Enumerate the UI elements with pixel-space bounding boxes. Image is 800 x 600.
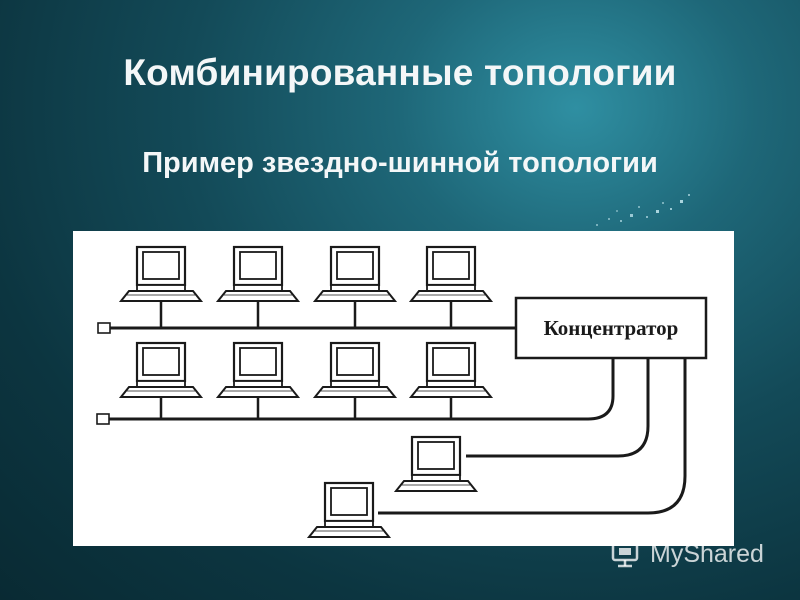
slide-title: Комбинированные топологии [123,52,677,93]
slide-subtitle: Пример звездно-шинной топологии [142,147,658,179]
computer-icon [216,245,300,303]
computer-icon [307,481,391,539]
computer-icon [119,341,203,399]
computer-icon [313,245,397,303]
bus-1 [97,245,516,334]
bus-2-terminator [96,413,110,425]
computer-icon [119,245,203,303]
computer-icon [216,341,300,399]
watermark: MyShared [610,536,764,572]
hub-box [514,296,708,360]
hub: Концентратор [514,296,708,360]
computer-icon [409,341,493,399]
hub-label: Концентратор [544,316,679,340]
topology-diagram: Концентратор [73,231,734,546]
computer-icon [313,341,397,399]
computer-icon [394,435,478,493]
bus-2 [96,341,615,425]
sparkle-decoration [596,194,690,226]
star-links [307,358,687,539]
bus-1-terminator [97,322,111,334]
myshared-logo-icon [611,541,639,568]
computer-icon [409,245,493,303]
watermark-text: MyShared [650,539,764,568]
